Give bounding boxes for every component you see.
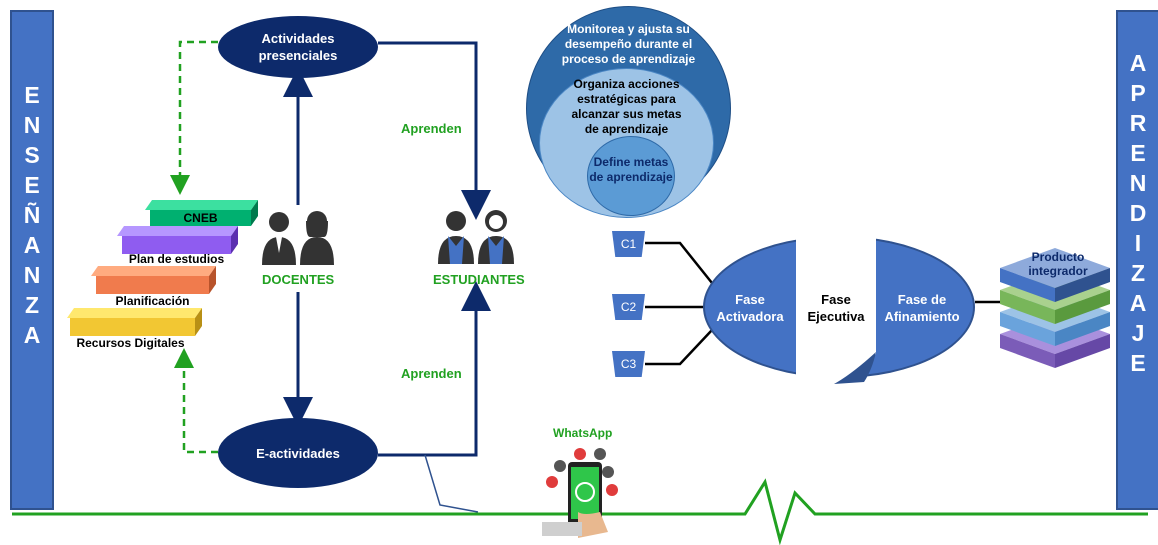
phone-icon xyxy=(542,448,618,538)
aprendizaje-letter: P xyxy=(1130,80,1146,106)
step-cneb: CNEB xyxy=(183,211,218,225)
e-actividades-label: E-actividades xyxy=(256,445,340,461)
stairs-graphic xyxy=(67,200,258,336)
aprenden-top-label: Aprenden xyxy=(401,121,462,136)
whatsapp-label: WhatsApp xyxy=(553,426,613,440)
inner-circle-label: Define metas de aprendizaje xyxy=(589,155,673,184)
ensenanza-letter: S xyxy=(24,142,40,168)
c1-connector xyxy=(645,241,713,284)
baseline-heartbeat xyxy=(12,478,1148,545)
c3-tag: C3 xyxy=(612,351,645,377)
ensenanza-letter: N xyxy=(23,112,41,138)
aprenden-bottom-label: Aprenden xyxy=(401,366,462,381)
c3-connector xyxy=(645,329,713,366)
ensenanza-letter: A xyxy=(23,322,41,348)
page-curl xyxy=(834,352,876,384)
ensenanza-letter: E xyxy=(24,172,40,198)
dashed-eactividades-recursos xyxy=(174,348,218,454)
producto-label: Producto integrador xyxy=(1028,250,1088,278)
fase-ejecutiva-page xyxy=(796,234,876,384)
c1-tag: C1 xyxy=(612,231,645,257)
aprendizaje-letter: N xyxy=(1129,170,1147,196)
estudiantes-label: ESTUDIANTES xyxy=(433,272,525,287)
e-actividades-node: E-actividades xyxy=(218,418,378,488)
arrow-eactividades-estudiantes xyxy=(378,281,491,457)
ensenanza-letter: N xyxy=(23,262,41,288)
dashed-presenciales-cneb xyxy=(170,40,218,195)
outer-circle-label: Monitorea y ajusta su desempeño durante … xyxy=(561,22,696,66)
fase-activadora-label: Fase Activadora xyxy=(716,292,784,324)
ensenanza-letter: A xyxy=(23,232,41,258)
middle-circle-label: Organiza acciones estratégicas para alca… xyxy=(571,77,682,136)
line-whatsapp xyxy=(424,454,479,513)
producto-stack-icon xyxy=(1000,248,1110,368)
inner-circle: Define metas de aprendizaje xyxy=(587,136,675,216)
docentes-label: DOCENTES xyxy=(262,272,335,287)
ensenanza-letter: E xyxy=(24,82,40,108)
aprendizaje-letter: E xyxy=(1130,350,1146,376)
estudiantes-icon xyxy=(438,210,514,264)
aprendizaje-letter: R xyxy=(1129,110,1147,136)
actividades-presenciales-label: Actividades presenciales xyxy=(258,31,338,63)
aprendizaje-letter: J xyxy=(1131,320,1145,346)
ensenanza-letter: Z xyxy=(24,292,40,318)
docentes-icon xyxy=(262,211,334,265)
step-recursos-digitales: Recursos Digitales xyxy=(76,336,185,350)
actividades-presenciales-node: Actividades presenciales xyxy=(218,16,378,78)
aprendizaje-letter: Z xyxy=(1130,260,1146,286)
fase-ejecutiva-label: Fase Ejecutiva xyxy=(807,292,865,324)
aprendizaje-letter: A xyxy=(1129,50,1147,76)
aprendizaje-letter: D xyxy=(1129,200,1147,226)
arrow-presenciales-estudiantes xyxy=(378,41,491,220)
c2-tag: C2 xyxy=(612,294,645,320)
fase-afinamiento-label: Fase de Afinamiento xyxy=(884,292,960,324)
step-plan-estudios: Plan de estudios xyxy=(128,252,225,266)
step-planificacion: Planificación xyxy=(115,294,190,308)
ensenanza-letter: Ñ xyxy=(23,202,41,228)
aprendizaje-letter: E xyxy=(1130,140,1146,166)
aprendizaje-letter: I xyxy=(1134,230,1142,256)
aprendizaje-letter: A xyxy=(1129,290,1147,316)
